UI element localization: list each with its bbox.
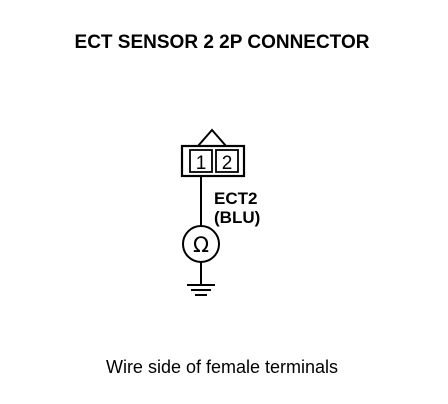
pin-cell-1 [189, 149, 213, 173]
wire-signal-label: ECT2 [214, 189, 257, 208]
connector-2p: 1 2 [180, 128, 246, 178]
diagram-caption: Wire side of female terminals [106, 357, 338, 377]
pin-number-2: 2 [222, 153, 233, 174]
sensor-symbol: Ω [182, 225, 220, 263]
ground-icon [187, 284, 215, 296]
connector-lock-tab [197, 128, 227, 147]
pin-number-1: 1 [196, 153, 207, 174]
diagram-title: ECT SENSOR 2 2P CONNECTOR [75, 32, 370, 53]
pin-cell-2 [215, 149, 239, 173]
connector-housing [180, 144, 246, 178]
wire-color-label: (BLU) [214, 208, 260, 227]
ohm-icon: Ω [193, 233, 209, 257]
